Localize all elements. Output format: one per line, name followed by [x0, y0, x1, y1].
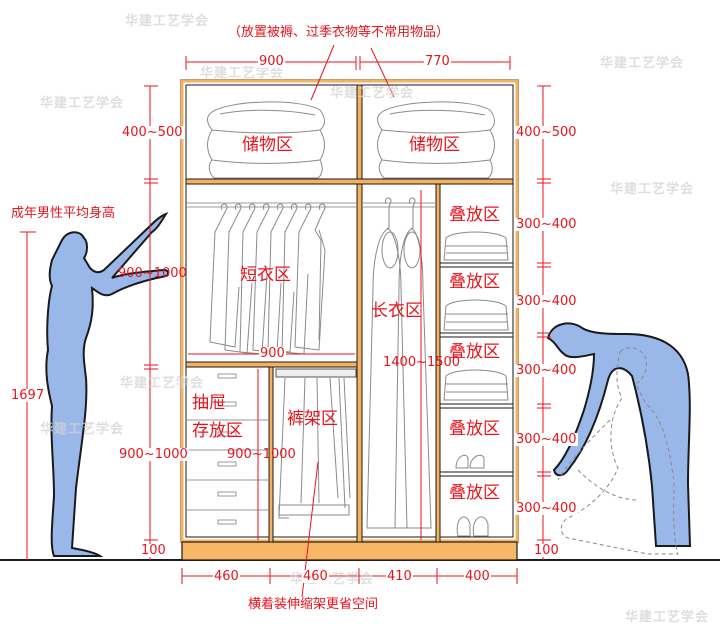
watermark: 华建工艺学会: [610, 182, 695, 197]
dim-left-hanging: 900~1000: [118, 266, 187, 281]
dim-left-plinth: 100: [140, 543, 167, 558]
bending-man-figure: [546, 322, 692, 547]
bottom-note: 横着装伸缩架更省空间: [248, 597, 379, 612]
dim-long-height: 1400~1500: [383, 355, 461, 370]
dim-top-left: 900: [258, 54, 285, 69]
zone-folding: 叠放区: [449, 272, 500, 292]
watermark: 华建工艺学会: [40, 422, 125, 437]
sketch-long-coats: [366, 197, 432, 529]
dim-hanging-width: 900: [259, 346, 286, 361]
dim-bottom-2: 460: [302, 569, 329, 584]
sketch-folded-shirts: [443, 231, 509, 537]
zone-storage-right: 储物区: [409, 135, 460, 155]
zone-short-clothes: 短衣区: [240, 265, 291, 285]
sketch-trousers: [278, 377, 351, 519]
wardrobe-frame: [180, 79, 519, 561]
dim-right-fold-3: 300~400: [515, 363, 578, 378]
zone-drawer-line1: 抽屉: [192, 393, 226, 413]
dim-right-fold-5: 300~400: [515, 501, 578, 516]
crouching-man-sketch: [557, 347, 679, 555]
zone-storage-left: 储物区: [242, 135, 293, 155]
dim-right-fold-1: 300~400: [515, 217, 578, 232]
watermark: 华建工艺学会: [125, 14, 210, 29]
zone-folding: 叠放区: [449, 483, 500, 503]
watermark: 华建工艺学会: [120, 376, 205, 391]
top-note: （放置被褥、过季衣物等不常用物品）: [228, 25, 450, 40]
watermark: 华建工艺学会: [40, 96, 125, 111]
dim-right-plinth: 100: [533, 543, 560, 558]
watermark: 华建工艺学会: [330, 86, 415, 101]
zone-folding: 叠放区: [449, 205, 500, 225]
watermark: 华建工艺学会: [200, 66, 285, 81]
dim-person-height: 1697: [10, 388, 46, 403]
zone-long-clothes: 长衣区: [371, 301, 422, 321]
dim-right-fold-2: 300~400: [515, 294, 578, 309]
dim-right-fold-4: 300~400: [515, 432, 578, 447]
dim-drawer-height: 900~1000: [227, 447, 296, 462]
dim-bottom-1: 460: [213, 569, 240, 584]
dim-bottom-4: 400: [464, 569, 491, 584]
sketch-short-shirts: [209, 203, 326, 355]
dim-left-drawers: 900~1000: [118, 447, 189, 462]
zone-folding: 叠放区: [449, 419, 500, 439]
person-label: 成年男性平均身高: [11, 206, 116, 221]
dim-left-storage: 400~500: [121, 125, 184, 140]
dim-right-storage: 400~500: [515, 125, 578, 140]
watermark: 华建工艺学会: [600, 56, 685, 71]
zone-trousers: 裤架区: [287, 409, 338, 429]
dim-bottom-3: 410: [386, 569, 413, 584]
watermark: 华建工艺学会: [625, 610, 710, 625]
dim-top-right: 770: [424, 54, 451, 69]
sketch-duvets: [207, 101, 495, 179]
zone-drawer-line2: 存放区: [192, 421, 243, 441]
zone-folding: 叠放区: [449, 342, 500, 362]
